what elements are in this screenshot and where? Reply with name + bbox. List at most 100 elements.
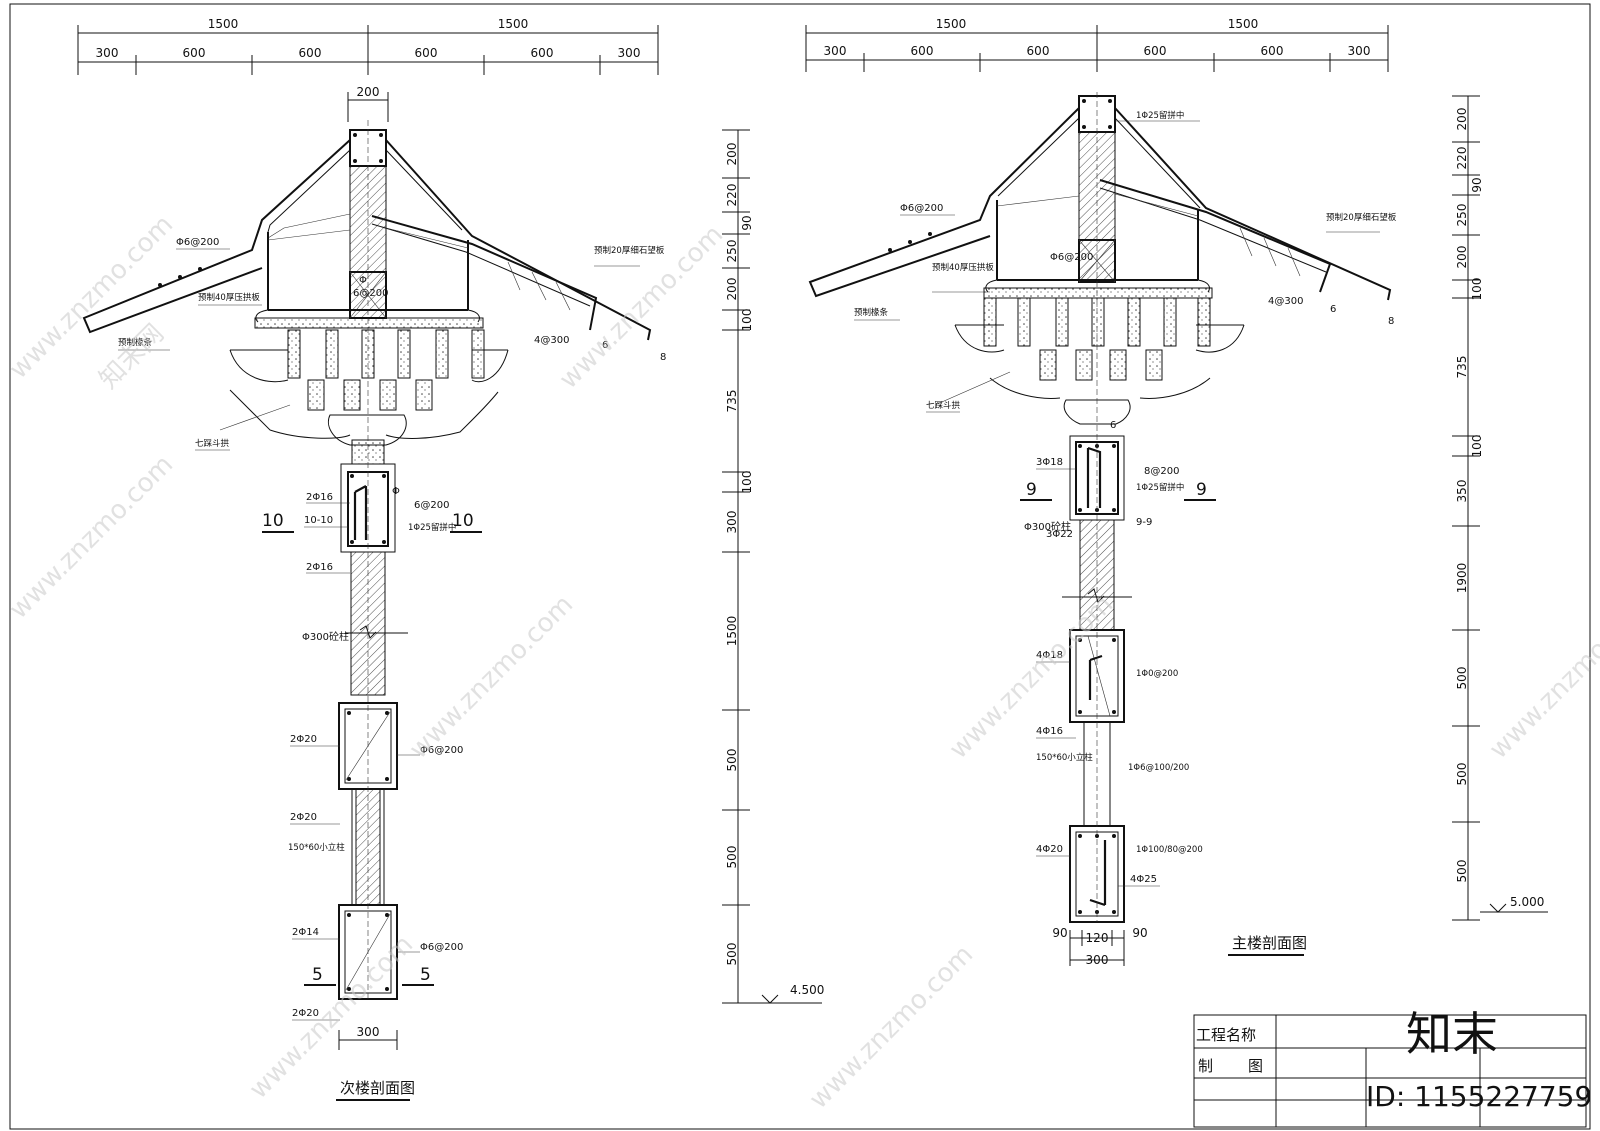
right-label-8-200: 8@200 — [1144, 466, 1179, 477]
left-label-phi6-200-b: Φ6@200 — [420, 942, 463, 953]
left-label-2phi14: 2Φ14 — [292, 927, 319, 938]
right-label-phi-6: 6 — [1330, 304, 1336, 315]
title-drawn: 制 — [1198, 1057, 1213, 1075]
right-base-90a: 90 — [1052, 926, 1067, 940]
left-side-dim-13: 500 — [725, 943, 739, 966]
left-label-tile-board: 预制20厚细石望板 — [594, 245, 665, 256]
title-drawn-2: 图 — [1248, 1057, 1263, 1075]
right-label-3phi18: 3Φ18 — [1036, 457, 1063, 468]
right-base-90b: 90 — [1132, 926, 1147, 940]
right-side-dim-2: 220 — [1455, 147, 1469, 170]
right-label-1phi25: 1Φ25留拼中 — [1136, 482, 1184, 493]
left-column: 300 — [338, 120, 408, 1050]
right-side-dim-6: 100 — [1470, 278, 1484, 301]
left-label-phi6-200-a: Φ6@200 — [420, 745, 463, 756]
right-column: 90 120 90 300 — [1052, 92, 1148, 967]
left-title: 次楼剖面图 — [340, 1079, 415, 1097]
right-label-small-col: 150*60小立柱 — [1036, 752, 1093, 763]
right-label-1phi-6-100-200: 1Φ6@100/200 — [1128, 763, 1189, 773]
left-top-dimensions: 1500 1500 300 600 600 600 600 300 200 — [77, 17, 659, 122]
left-label-prefab-board: 预制40厚压拱板 — [198, 292, 260, 303]
left-elevation: 4.500 — [790, 983, 824, 997]
right-label-4phi16: 4Φ16 — [1036, 726, 1063, 737]
right-brackets — [934, 297, 1245, 425]
left-side-dim-1: 200 — [725, 143, 739, 166]
left-label-bracket: 七踩斗拱 — [195, 438, 230, 449]
watermarks: www.znzmo.com 知末网 www.znzmo.com www.znzm… — [4, 210, 1600, 1115]
right-label-1phi-100-80-200: 1Φ100/80@200 — [1136, 845, 1203, 855]
right-label-stirrup: Φ6@200 — [1050, 252, 1093, 263]
watermark-site-6: www.znzmo.com — [804, 940, 979, 1115]
right-sec-9-left: 9 — [1026, 480, 1037, 500]
watermark-logo: 知末 — [1406, 1007, 1498, 1061]
watermark-site-8: www.znzmo.com — [1484, 590, 1600, 765]
right-base-120: 120 — [1086, 931, 1109, 945]
right-dim-part-3: 600 — [1027, 44, 1050, 58]
right-label-4phi18: 4Φ18 — [1036, 650, 1063, 661]
right-label-rafter-rebar: Φ6@200 — [900, 203, 943, 214]
left-dim-total-2: 1500 — [498, 17, 529, 31]
left-label-1phi25: 1Φ25留拼中 — [408, 522, 456, 533]
left-side-dim-7: 735 — [725, 390, 739, 413]
right-side-dim-1: 200 — [1455, 108, 1469, 131]
left-side-dimensions: 200 220 90 250 200 100 735 100 300 1500 … — [722, 129, 824, 1004]
right-elevation: 5.000 — [1510, 895, 1544, 909]
right-side-dim-3: 90 — [1470, 177, 1484, 192]
watermark-site-cn-1: 知末网 — [94, 319, 170, 395]
right-title: 主楼剖面图 — [1232, 934, 1307, 952]
right-dim-part-6: 300 — [1348, 44, 1371, 58]
left-label-phi-6: 6 — [602, 340, 608, 351]
left-side-dim-2: 220 — [725, 184, 739, 207]
title-project-name: 工程名称 — [1196, 1026, 1256, 1044]
right-side-dim-7: 735 — [1455, 356, 1469, 379]
right-label-1phi-0-200: 1Φ0@200 — [1136, 669, 1178, 679]
right-label-column: Φ300砼柱 — [1024, 520, 1071, 533]
right-section: 1500 1500 300 600 600 600 600 300 — [805, 17, 1548, 967]
left-dim-part-5: 600 — [531, 46, 554, 60]
right-dim-part-2: 600 — [911, 44, 934, 58]
left-label-2phi20-c: 2Φ20 — [292, 1008, 319, 1019]
left-label-column: Φ300砼柱 — [302, 630, 349, 643]
left-label-2phi20-a: 2Φ20 — [290, 734, 317, 745]
left-base-width: 300 — [357, 1025, 380, 1039]
left-dim-part-6: 300 — [618, 46, 641, 60]
right-side-dim-13: 500 — [1455, 860, 1469, 883]
right-label-3phi22: 3Φ22 — [1046, 529, 1073, 540]
right-dim-total-1: 1500 — [936, 17, 967, 31]
right-label-4phi25: 4Φ25 — [1130, 874, 1157, 885]
watermark-site-5: www.znzmo.com — [4, 450, 179, 625]
sheet-border — [9, 3, 1591, 1130]
right-label-bracket: 七踩斗拱 — [926, 400, 961, 411]
title-block: 工程名称 制 图 — [1193, 1014, 1587, 1128]
left-dim-part-3: 600 — [299, 46, 322, 60]
left-brackets — [219, 329, 509, 465]
right-label-rebar-4-300: 4@300 — [1268, 296, 1303, 307]
right-label-4phi20: 4Φ20 — [1036, 844, 1063, 855]
watermark-site-4: www.znzmo.com — [404, 590, 579, 765]
right-label-prefab-purlin: 预制椽条 — [854, 307, 889, 318]
right-side-dimensions: 200 220 90 250 200 100 735 100 350 1900 … — [1452, 95, 1548, 921]
left-side-dim-10: 1500 — [725, 616, 739, 647]
right-base-300: 300 — [1086, 953, 1109, 967]
left-side-dim-11: 500 — [725, 749, 739, 772]
left-side-dim-9: 300 — [725, 511, 739, 534]
left-sec-10-left: 10 — [262, 511, 284, 531]
right-side-dim-10: 1900 — [1455, 563, 1469, 594]
right-sec-9-right: 9 — [1196, 480, 1207, 500]
left-dim-part-2: 600 — [183, 46, 206, 60]
right-label-sec-9-9: 9-9 — [1136, 517, 1152, 528]
right-label-tile-board: 预制20厚细石望板 — [1326, 212, 1397, 223]
right-side-dim-8: 100 — [1470, 435, 1484, 458]
left-side-dim-8: 100 — [740, 471, 754, 494]
left-label-rebar-4-300: 4@300 — [534, 335, 569, 346]
right-label-ridge-rebar: 1Φ25留拼中 — [1136, 110, 1184, 121]
right-roof — [808, 95, 1392, 301]
left-dim-total-1: 1500 — [208, 17, 239, 31]
right-labels: 1Φ25留拼中 Φ6@200 预制20厚细石望板 Φ6@200 预制40厚压拱板… — [854, 110, 1397, 956]
watermark-id: ID: 1155227759 — [1366, 1080, 1592, 1113]
left-side-dim-4: 250 — [725, 240, 739, 263]
left-label-rafter-rebar: Φ6@200 — [176, 237, 219, 248]
left-sec-5-left: 5 — [312, 965, 323, 985]
left-side-dim-6: 100 — [740, 309, 754, 332]
left-section: 1500 1500 300 600 600 600 600 300 200 — [77, 17, 824, 1101]
